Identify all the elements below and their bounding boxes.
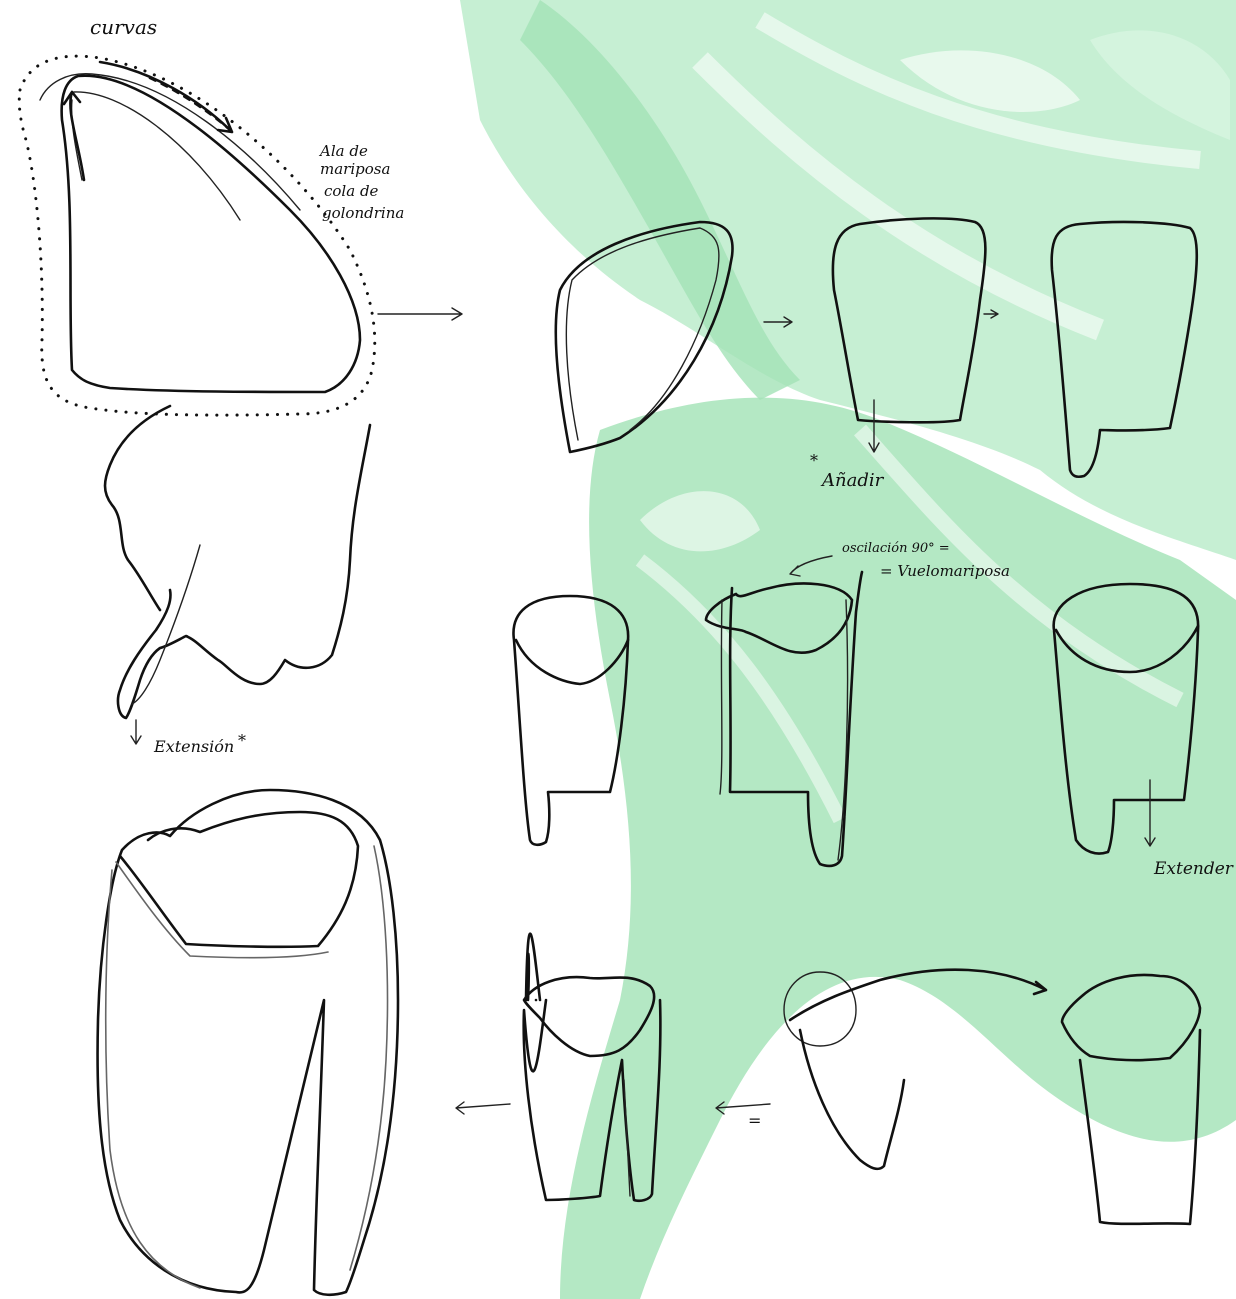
tilted-shape bbox=[800, 1030, 904, 1169]
hindwing-outline bbox=[105, 406, 370, 718]
final-form bbox=[98, 790, 398, 1295]
final-form-cap-inner bbox=[116, 862, 328, 958]
wing-to-shape-arrow bbox=[378, 308, 462, 320]
label-extender: Extender bbox=[1153, 859, 1234, 879]
label-ala-1: Ala de bbox=[318, 142, 368, 160]
label-curvas: curvas bbox=[90, 15, 157, 39]
label-extension: Extensión bbox=[153, 737, 234, 756]
arrow-left-1 bbox=[456, 1102, 510, 1114]
label-oscilacion: oscilación 90° = bbox=[842, 541, 950, 556]
label-asterisk-2: * bbox=[238, 731, 246, 750]
swallowtail-wing-sketch bbox=[19, 56, 462, 744]
label-equals: = bbox=[748, 1111, 761, 1130]
label-asterisk-1: * bbox=[810, 451, 818, 470]
label-anadir: Añadir bbox=[820, 470, 885, 491]
forewing-top-curve bbox=[40, 74, 300, 210]
label-ala-3: cola de bbox=[324, 182, 379, 200]
label-vuelo: = Vuelomariposa bbox=[880, 562, 1010, 580]
forewing-outline bbox=[62, 76, 360, 392]
extension-arrow bbox=[131, 720, 141, 744]
final-form-outline bbox=[98, 790, 398, 1295]
hindwing-tail-vein bbox=[132, 545, 200, 704]
label-ala-4: golondrina bbox=[322, 204, 404, 222]
final-form-inner bbox=[106, 846, 388, 1288]
forewing-inner-curve bbox=[72, 92, 240, 220]
label-ala-2: mariposa bbox=[320, 160, 390, 178]
